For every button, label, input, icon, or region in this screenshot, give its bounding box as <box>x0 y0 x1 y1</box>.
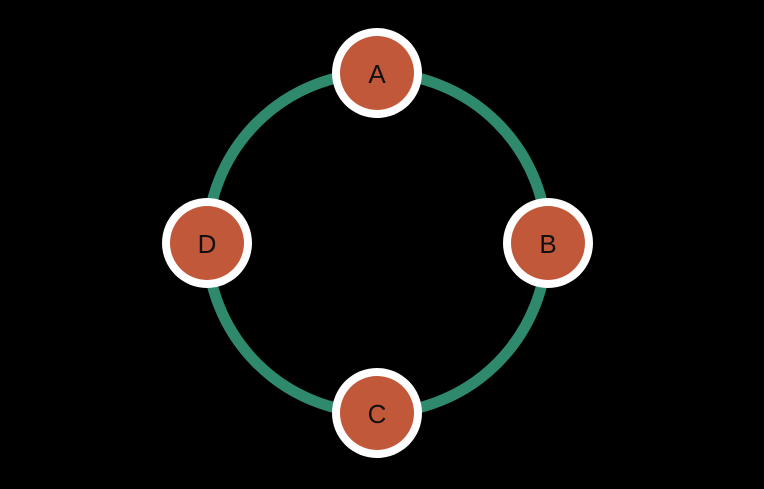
node-C: C <box>332 368 422 458</box>
node-A-circle <box>340 36 414 110</box>
node-B: B <box>503 198 593 288</box>
node-D-circle <box>170 206 244 280</box>
cycle-ring <box>201 67 553 419</box>
node-B-circle <box>511 206 585 280</box>
node-D: D <box>162 198 252 288</box>
node-A: A <box>332 28 422 118</box>
node-C-circle <box>340 376 414 450</box>
